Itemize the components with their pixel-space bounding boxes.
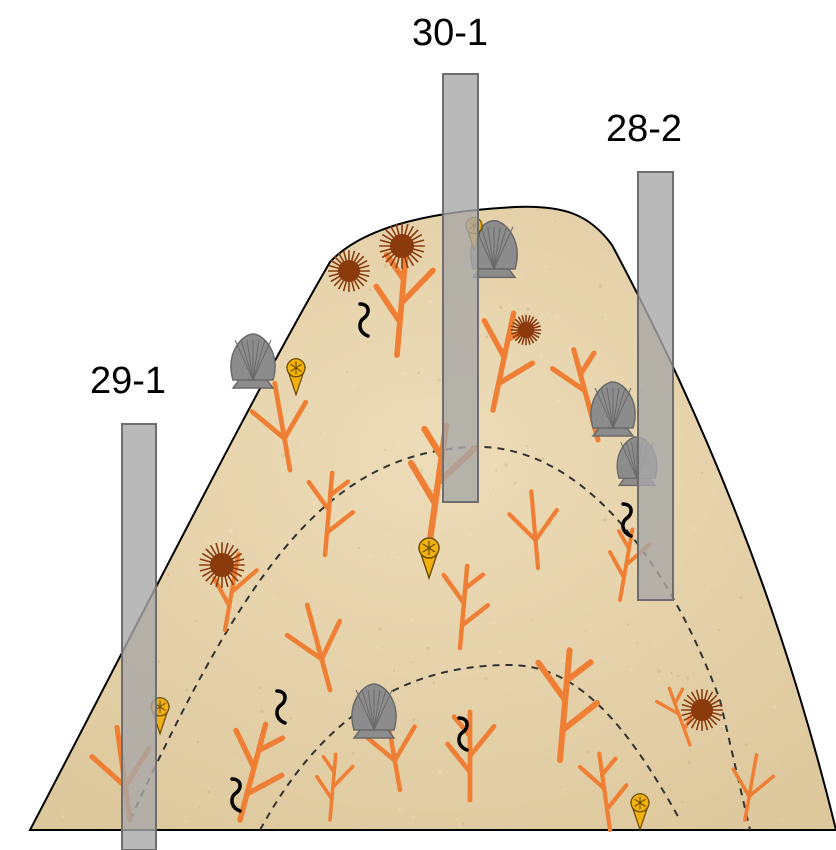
core-label-30-1: 30-1 — [412, 14, 488, 52]
core-29-1[interactable] — [122, 424, 156, 850]
scallop-shell-icon — [231, 334, 275, 388]
sea-urchin-icon — [681, 689, 723, 731]
core-30-1[interactable] — [443, 74, 478, 502]
core-label-28-2: 28-2 — [606, 110, 682, 148]
sea-urchin-icon — [328, 250, 370, 292]
core-28-2[interactable] — [638, 172, 673, 600]
sea-urchin-icon — [379, 223, 425, 269]
core-label-29-1: 29-1 — [90, 362, 166, 400]
sea-urchin-icon — [199, 542, 245, 588]
sea-urchin-icon — [511, 315, 541, 345]
